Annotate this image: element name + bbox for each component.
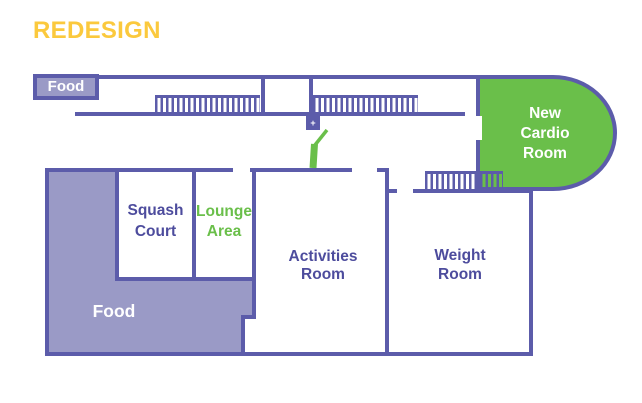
room-weight-label: Weight Room [434, 247, 486, 283]
wall-corridor-divider-1 [261, 75, 265, 116]
room-activities-label: Activities Room [288, 248, 358, 283]
food-notch [245, 319, 256, 352]
room-squash-court-label: Squash Court [127, 202, 184, 240]
room-food-main-label: Food [92, 301, 136, 321]
wall-activities-weight-divider [385, 168, 389, 356]
wall-food-notch-top [241, 315, 256, 319]
room-food-top-label: Food [47, 78, 85, 95]
wall-weight-top-stub [385, 189, 397, 193]
stairs-icon-1 [155, 98, 260, 112]
room-new-cardio-label: New Cardio Room [520, 105, 570, 162]
stairs-icon-2-rail [313, 95, 418, 98]
room-lounge-area-label: Lounge Area [196, 203, 252, 240]
stairs-icon-3-rail [425, 171, 503, 174]
wall-activities-top-stub [377, 168, 389, 172]
cardio-door-opening [474, 116, 482, 140]
room-squash-court [115, 168, 196, 281]
wall-corridor-divider-2 [309, 75, 313, 116]
wall-corridor-top [97, 75, 480, 79]
stairs-icon-3 [425, 174, 503, 190]
stairs-icon-2 [313, 98, 418, 112]
room-food-top [33, 74, 99, 100]
wall-weight-right [529, 189, 533, 356]
new-door-icon [309, 128, 329, 169]
wall-food-notch-left [241, 315, 245, 356]
page-title: REDESIGN [33, 17, 161, 44]
room-lounge-area [192, 168, 256, 281]
lounge-door-opening [233, 166, 250, 174]
wall-building-bottom [256, 352, 533, 356]
stairs-icon-1-rail [155, 95, 260, 98]
wall-activities-top [256, 168, 352, 172]
entrance-marker-icon: + [306, 116, 320, 130]
wall-corridor-bottom [75, 112, 465, 116]
wall-weight-top [413, 189, 533, 193]
